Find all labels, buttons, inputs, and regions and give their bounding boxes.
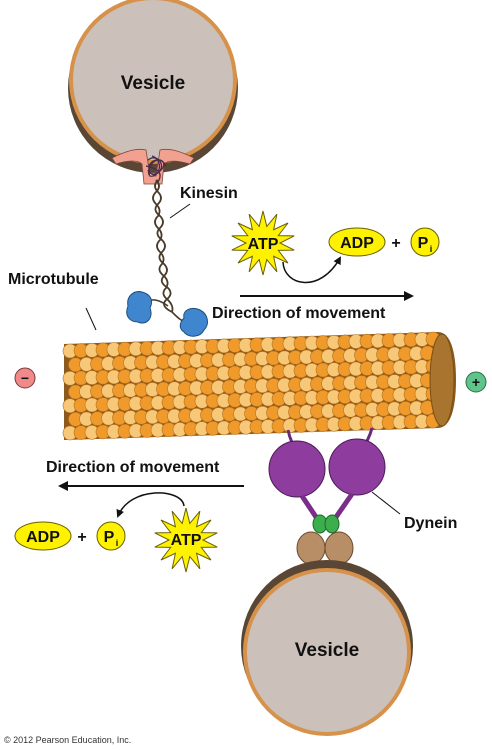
- dynein-tan-left: [296, 531, 326, 565]
- pi-circle-top: [410, 227, 440, 257]
- dynein-head-right: [328, 438, 386, 496]
- pi-label-bottom: P: [104, 529, 115, 546]
- atp-label-bottom: ATP: [171, 532, 202, 549]
- atp-star-top: [231, 210, 295, 276]
- plus-sign-top: +: [391, 235, 400, 252]
- dynein-green-right: [324, 514, 340, 534]
- vesicle-top-label: Vesicle: [121, 73, 185, 94]
- pi-subscript-bottom: i: [116, 538, 119, 548]
- plus-end-label: +: [472, 374, 480, 390]
- pi-circle-bottom: [96, 521, 126, 551]
- kinesin-label: Kinesin: [180, 185, 238, 202]
- adp-label-top: ADP: [340, 235, 374, 252]
- direction-label-bottom: Direction of movement: [46, 459, 220, 476]
- plus-end-circle: [465, 371, 487, 393]
- atp-label-top: ATP: [248, 236, 279, 253]
- reaction-top-curved-arrow: [282, 256, 341, 284]
- dynein-head-left: [268, 440, 326, 498]
- vesicle-top: Vesicle: [68, 0, 238, 173]
- kinesin-stalk: [152, 179, 174, 313]
- microtubule-label: Microtubule: [8, 271, 99, 288]
- copyright-text: © 2012 Pearson Education, Inc.: [4, 735, 131, 745]
- microtubule-leader: [85, 307, 97, 331]
- direction-label-top: Direction of movement: [212, 305, 386, 322]
- dynein-linker-left: [299, 494, 321, 522]
- vesicle-bottom: Vesicle: [241, 560, 413, 736]
- kinesin-tail-knot: [145, 155, 167, 183]
- adp-oval-bottom: [14, 521, 72, 551]
- reaction-top: ATP ADP + P i: [231, 210, 440, 284]
- dynein-leader: [371, 491, 401, 515]
- microtubule-plus-end-face: [429, 333, 455, 427]
- vesicle-bottom-body: [247, 572, 407, 732]
- kinesin-heads: [126, 291, 208, 337]
- adp-label-bottom: ADP: [26, 529, 60, 546]
- dynein-linker-right: [331, 492, 355, 522]
- plus-sign-bottom: +: [77, 529, 86, 546]
- atp-star-bottom: [154, 507, 218, 573]
- minus-end-label: −: [21, 370, 29, 386]
- pi-label-top: P: [418, 235, 429, 252]
- dynein: [268, 427, 386, 565]
- reaction-bottom-curved-arrow: [116, 492, 185, 518]
- plus-end-badge: +: [465, 371, 487, 393]
- vesicle-top-body: [73, 0, 233, 160]
- dynein-label: Dynein: [404, 515, 457, 532]
- reaction-bottom: ADP + P i ATP: [14, 492, 218, 573]
- minus-end-badge: −: [14, 367, 36, 389]
- minus-end-circle: [14, 367, 36, 389]
- microtubule: [62, 331, 456, 441]
- kinesin-legs: [145, 299, 189, 323]
- kinesin-leader: [169, 203, 191, 219]
- dynein-tan-right: [324, 531, 354, 565]
- adp-oval-top: [328, 227, 386, 257]
- kinesin-head-rear: [126, 291, 153, 324]
- kinesin-anchor: [111, 148, 195, 185]
- pi-subscript-top: i: [430, 244, 433, 254]
- kinesin-head-front: [179, 307, 208, 337]
- tubulin-grid: [62, 331, 441, 441]
- vesicle-bottom-label: Vesicle: [295, 640, 359, 661]
